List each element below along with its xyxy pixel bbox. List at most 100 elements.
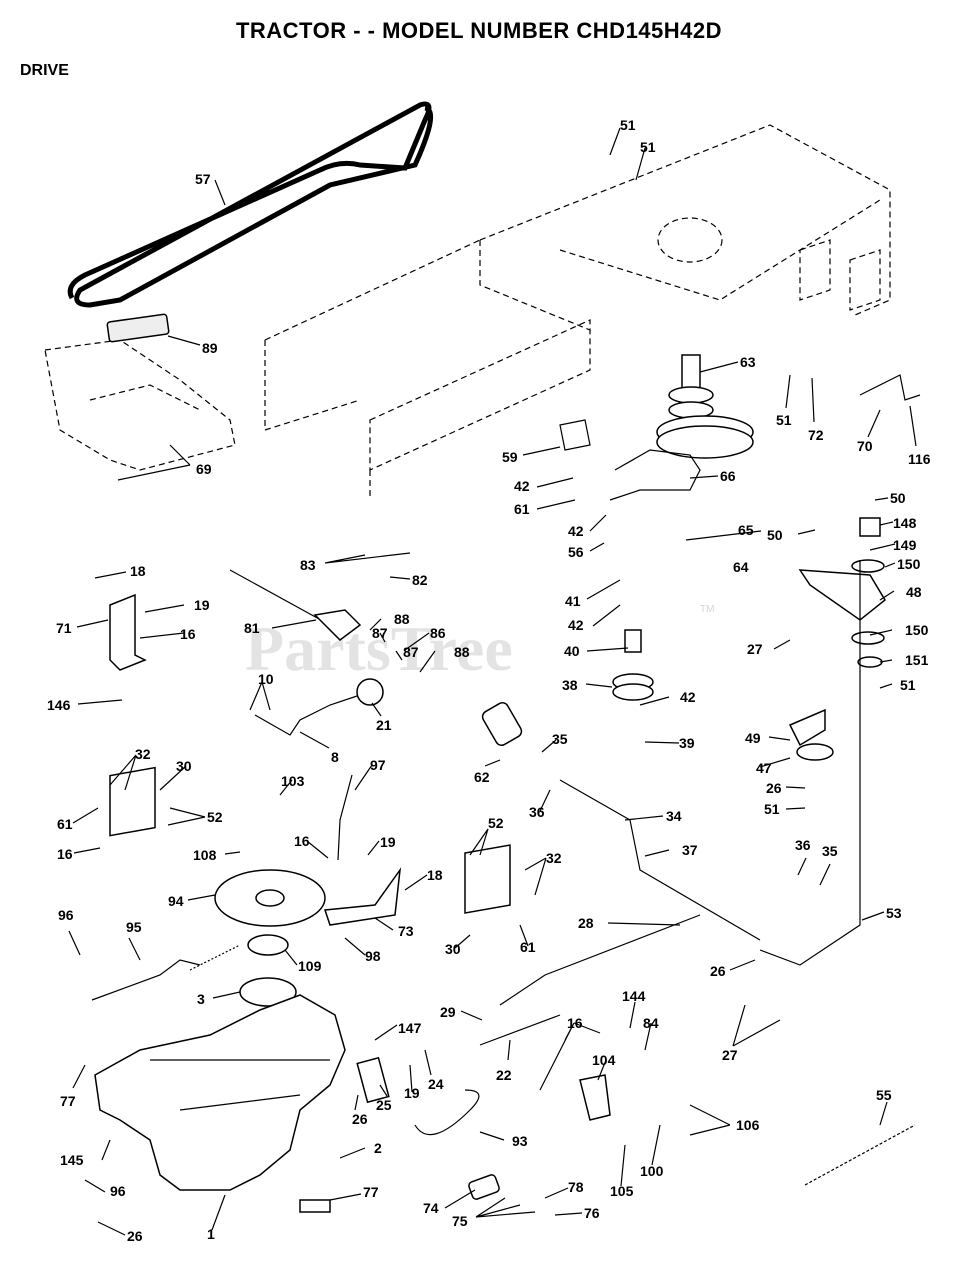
callout-3: 3 xyxy=(197,991,205,1007)
callout-52: 52 xyxy=(207,809,223,825)
callout-10: 10 xyxy=(258,671,274,687)
callout-49: 49 xyxy=(745,730,761,746)
callout-22: 22 xyxy=(496,1067,512,1083)
callout-16: 16 xyxy=(57,846,73,862)
callout-51: 51 xyxy=(640,139,656,155)
callout-37: 37 xyxy=(682,842,698,858)
engine-pulley xyxy=(656,354,754,459)
pulley-38-base xyxy=(612,683,654,701)
callout-103: 103 xyxy=(281,773,305,789)
callout-27: 27 xyxy=(747,641,763,657)
callout-81: 81 xyxy=(244,620,260,636)
shift-lever xyxy=(254,694,361,736)
callout-8: 8 xyxy=(331,749,339,765)
spacer-40 xyxy=(624,629,642,653)
callout-18: 18 xyxy=(130,563,146,579)
callout-82: 82 xyxy=(412,572,428,588)
callout-28: 28 xyxy=(578,915,594,931)
callout-149: 149 xyxy=(893,537,917,553)
bracket-49 xyxy=(788,708,826,747)
callout-2: 2 xyxy=(374,1140,382,1156)
callout-42: 42 xyxy=(514,478,530,494)
bracket-30-left xyxy=(109,766,156,837)
callout-73: 73 xyxy=(398,923,414,939)
callout-109: 109 xyxy=(298,958,322,974)
callout-57: 57 xyxy=(195,171,211,187)
callout-47: 47 xyxy=(756,760,772,776)
bracket-73 xyxy=(323,867,402,926)
callout-26: 26 xyxy=(766,780,782,796)
callout-150: 150 xyxy=(897,556,921,572)
belt-keeper xyxy=(609,449,701,501)
callout-59: 59 xyxy=(502,449,518,465)
leader-lines xyxy=(68,127,917,1236)
callout-34: 34 xyxy=(666,808,682,824)
callout-83: 83 xyxy=(300,557,316,573)
callout-72: 72 xyxy=(808,427,824,443)
callout-29: 29 xyxy=(440,1004,456,1020)
bracket-30-right xyxy=(464,844,511,914)
callout-98: 98 xyxy=(365,948,381,964)
callout-39: 39 xyxy=(679,735,695,751)
callout-106: 106 xyxy=(736,1117,760,1133)
spring-25 xyxy=(356,1056,390,1104)
callout-27: 27 xyxy=(722,1047,738,1063)
callout-75: 75 xyxy=(452,1213,468,1229)
axle-right xyxy=(299,1199,331,1213)
shift-knob xyxy=(356,678,384,706)
callout-30: 30 xyxy=(176,758,192,774)
callout-41: 41 xyxy=(565,593,581,609)
callout-150: 150 xyxy=(905,622,929,638)
callout-26: 26 xyxy=(710,963,726,979)
callout-64: 64 xyxy=(733,559,749,575)
callout-146: 146 xyxy=(47,697,71,713)
hose-93 xyxy=(414,1089,480,1136)
callout-93: 93 xyxy=(512,1133,528,1149)
idler-arm xyxy=(798,569,886,621)
watermark-text: PartsTree xyxy=(245,613,513,684)
callout-50: 50 xyxy=(767,527,783,543)
wire-70 xyxy=(859,374,921,401)
callout-62: 62 xyxy=(474,769,490,785)
callout-74: 74 xyxy=(423,1200,439,1216)
pulley-150-top xyxy=(851,559,885,573)
callout-105: 105 xyxy=(610,1183,634,1199)
callout-148: 148 xyxy=(893,515,917,531)
callout-26: 26 xyxy=(127,1228,143,1244)
callout-48: 48 xyxy=(906,584,922,600)
callout-51: 51 xyxy=(620,117,636,133)
tractor-frame xyxy=(264,124,891,500)
callout-70: 70 xyxy=(857,438,873,454)
callout-151: 151 xyxy=(905,652,929,668)
front-fender xyxy=(44,339,236,471)
callout-35: 35 xyxy=(552,731,568,747)
callout-89: 89 xyxy=(202,340,218,356)
spring-55 xyxy=(804,1124,916,1186)
callout-86: 86 xyxy=(430,625,446,641)
callout-51: 51 xyxy=(764,801,780,817)
callout-42: 42 xyxy=(680,689,696,705)
callout-40: 40 xyxy=(564,643,580,659)
callout-38: 38 xyxy=(562,677,578,693)
shift-rod xyxy=(229,569,331,626)
callout-56: 56 xyxy=(568,544,584,560)
callout-77: 77 xyxy=(363,1184,379,1200)
spring-95 xyxy=(189,944,241,971)
callout-104: 104 xyxy=(592,1052,616,1068)
callout-50: 50 xyxy=(890,490,906,506)
callout-24: 24 xyxy=(428,1076,444,1092)
callout-32: 32 xyxy=(546,850,562,866)
callout-55: 55 xyxy=(876,1087,892,1103)
callout-88: 88 xyxy=(394,611,410,627)
callout-61: 61 xyxy=(57,816,73,832)
bushing-74 xyxy=(468,1174,500,1200)
callout-116: 116 xyxy=(908,451,931,467)
callout-52: 52 xyxy=(488,815,504,831)
callout-51: 51 xyxy=(776,412,792,428)
rod-53 xyxy=(759,560,861,966)
callout-19: 19 xyxy=(404,1085,420,1101)
section-title: DRIVE xyxy=(20,62,69,79)
callout-25: 25 xyxy=(376,1097,392,1113)
callout-87: 87 xyxy=(372,625,388,641)
callout-30: 30 xyxy=(445,941,461,957)
